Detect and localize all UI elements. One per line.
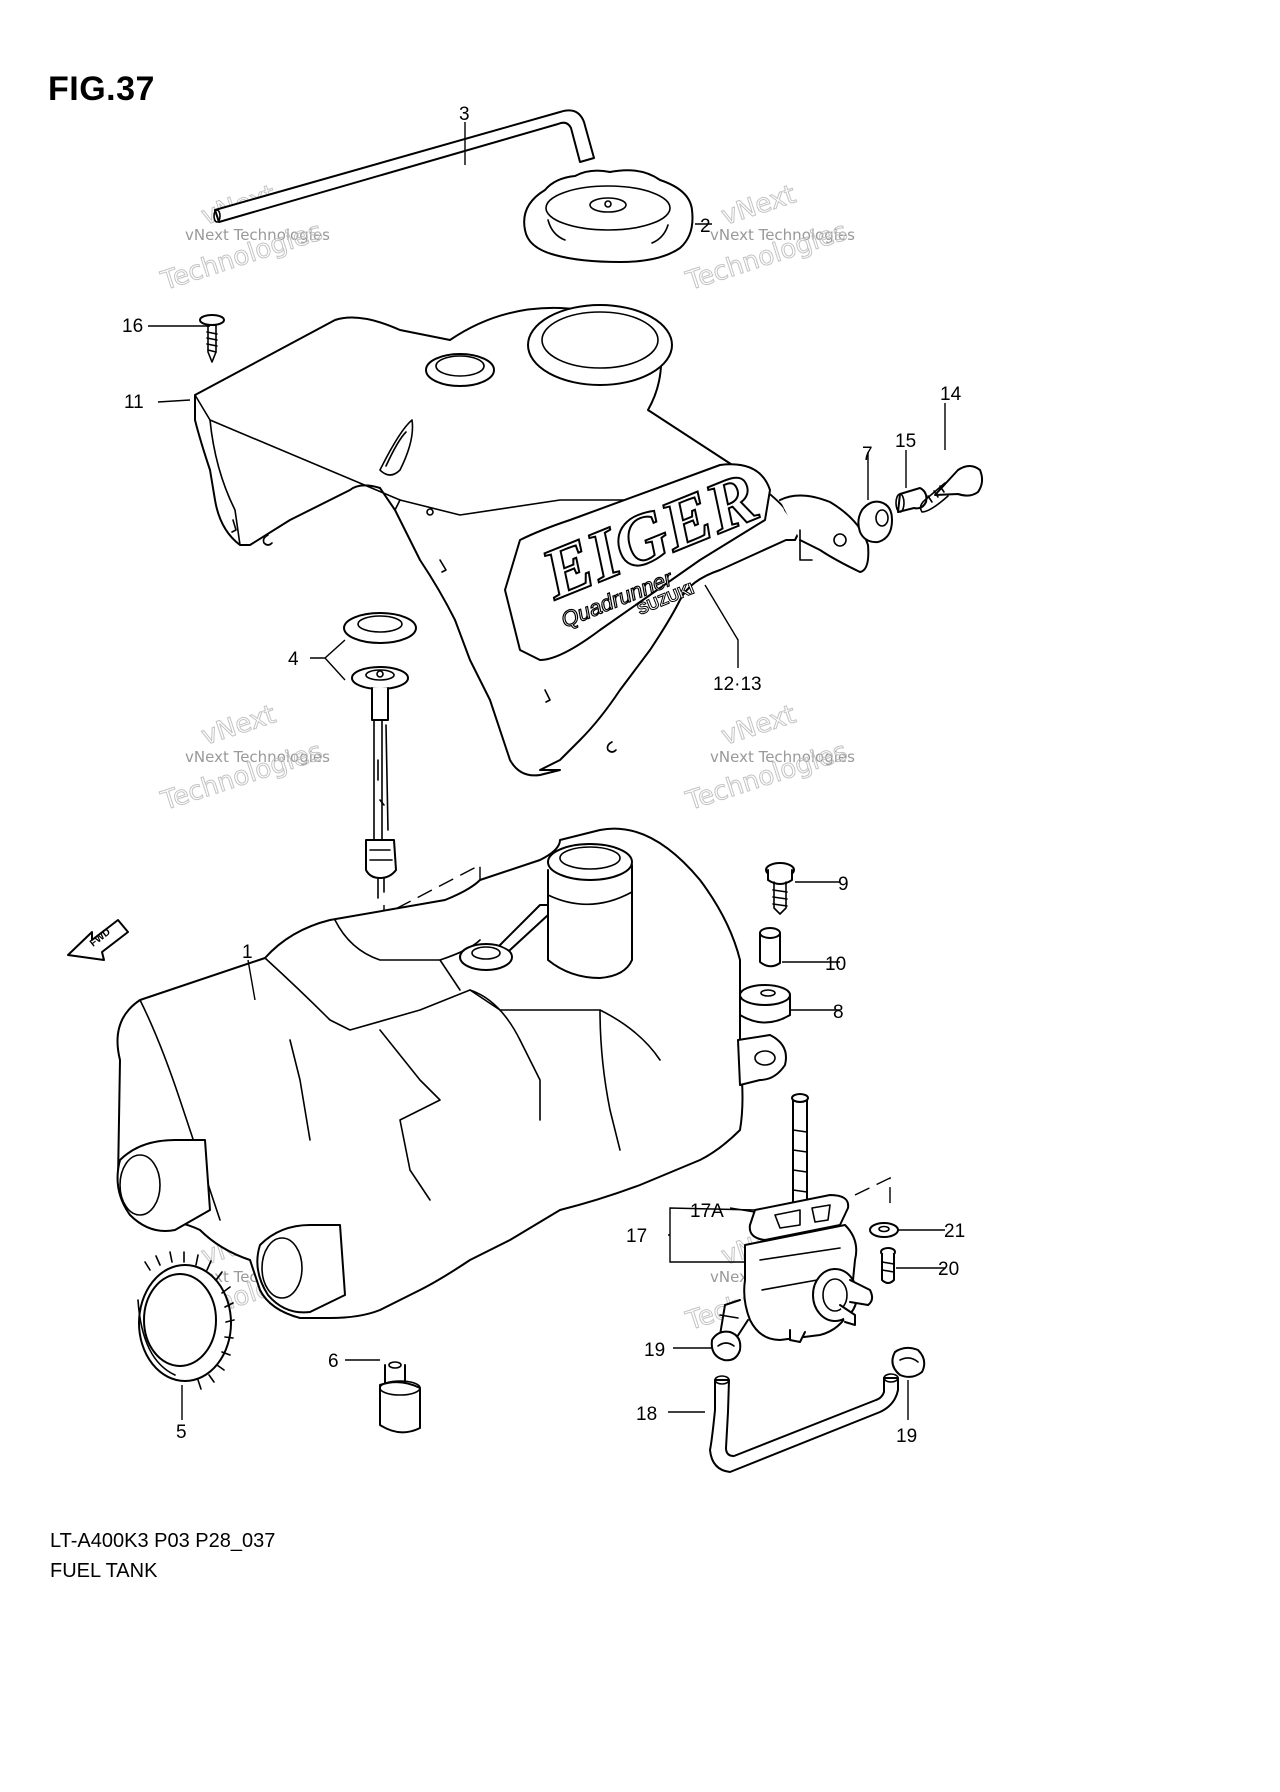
callout-labels: 3 2 16 11 14 15 7 12·13 4 1 9 10 8 17A 1…: [122, 104, 965, 1447]
svg-text:vNext: vNext: [718, 700, 800, 752]
callout-17a: 17A: [690, 1201, 724, 1222]
watermark-mid-left: vNext vNext Technologies Technologies: [156, 699, 330, 817]
callout-8: 8: [833, 1002, 844, 1023]
callout-3: 3: [459, 104, 470, 125]
part-19-clip-right: [891, 1346, 926, 1378]
part-18-fuel-hose: [709, 1373, 899, 1473]
part-2-fuel-cap: [523, 169, 694, 263]
callout-9: 9: [838, 874, 849, 895]
svg-text:vNext Technologies: vNext Technologies: [185, 748, 330, 766]
part-15-collar: [895, 487, 928, 513]
callout-19-right: 19: [896, 1426, 917, 1447]
fwd-direction-arrow: FWD: [67, 919, 129, 961]
part-7-grommet: [857, 500, 893, 544]
callout-21: 21: [944, 1221, 965, 1242]
svg-text:vNext: vNext: [718, 180, 800, 232]
part-1-fuel-tank: [116, 827, 787, 1319]
part-10-collar: [759, 927, 781, 968]
leader-lines: [148, 122, 946, 1420]
svg-text:vNext: vNext: [198, 700, 280, 752]
figure-title: FIG.37: [48, 70, 155, 108]
svg-text:vNext Technologies: vNext Technologies: [710, 226, 855, 244]
part-19-clip-left: [710, 1330, 742, 1362]
svg-text:vNext Technologies: vNext Technologies: [185, 226, 330, 244]
watermark-top-right: vNext vNext Technologies Technologies: [681, 179, 855, 297]
callout-5: 5: [176, 1422, 187, 1443]
callout-7: 7: [862, 444, 873, 465]
part-8-cushion: [739, 984, 791, 1024]
part-16-screw: [199, 314, 225, 363]
part-5-hose-clamp: [137, 1251, 235, 1390]
valve-alignment-line: [854, 1176, 891, 1210]
callout-17: 17: [626, 1226, 647, 1247]
callout-20: 20: [938, 1259, 959, 1280]
part-9-bolt: [765, 862, 795, 915]
callout-14: 14: [940, 384, 962, 405]
callout-18: 18: [636, 1404, 657, 1425]
part-6-mount-cushion: [379, 1361, 421, 1434]
model-code: LT-A400K3 P03 P28_037: [50, 1530, 276, 1552]
callout-16: 16: [122, 316, 143, 337]
callout-19-left: 19: [644, 1340, 665, 1361]
callout-10: 10: [825, 954, 846, 975]
watermark-mid-right: vNext vNext Technologies Technologies: [681, 699, 855, 817]
callout-1: 1: [242, 942, 253, 963]
callout-12-13: 12·13: [713, 674, 762, 695]
callout-2: 2: [700, 216, 711, 237]
callout-11: 11: [124, 392, 144, 413]
part-20-screw: [880, 1247, 896, 1284]
callout-6: 6: [328, 1351, 339, 1372]
part-21-washer: [869, 1222, 899, 1238]
part-14-bolt: [919, 465, 984, 513]
part-17-fuel-valve: [719, 1093, 874, 1360]
part-4-fuel-gauge-and-gasket: [343, 612, 417, 899]
callout-15: 15: [895, 431, 916, 452]
section-name: FUEL TANK: [50, 1560, 158, 1582]
svg-text:vNext Technologies: vNext Technologies: [710, 748, 855, 766]
part-3-breather-hose: [213, 109, 595, 223]
callout-4: 4: [288, 649, 299, 670]
